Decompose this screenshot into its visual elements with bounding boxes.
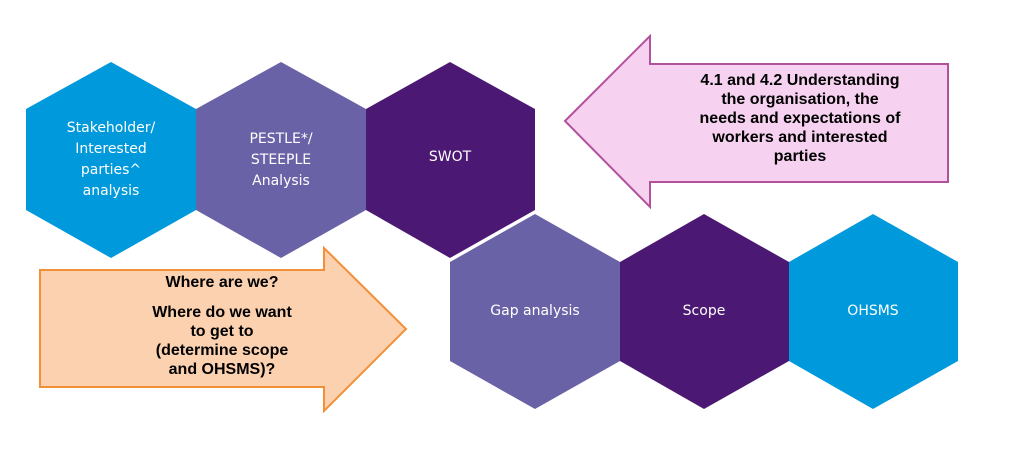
right-arrow-shape [39, 245, 408, 414]
hexagon-swot [366, 62, 535, 258]
hexagon-scope [620, 214, 789, 409]
hexagon-ohsms [789, 214, 958, 409]
hexagon-stakeholder-analysis [26, 62, 196, 258]
hexagon-gap-analysis [450, 214, 620, 409]
left-arrow-shape [563, 33, 949, 210]
question-arrow-line1: Where are we? [165, 274, 279, 291]
question-arrow-line2: Where do we want to get to (determine sc… [152, 304, 292, 378]
hexagon-pestle-analysis [196, 62, 366, 258]
clause-arrow-text: 4.1 and 4.2 Understanding the organisati… [699, 72, 901, 165]
